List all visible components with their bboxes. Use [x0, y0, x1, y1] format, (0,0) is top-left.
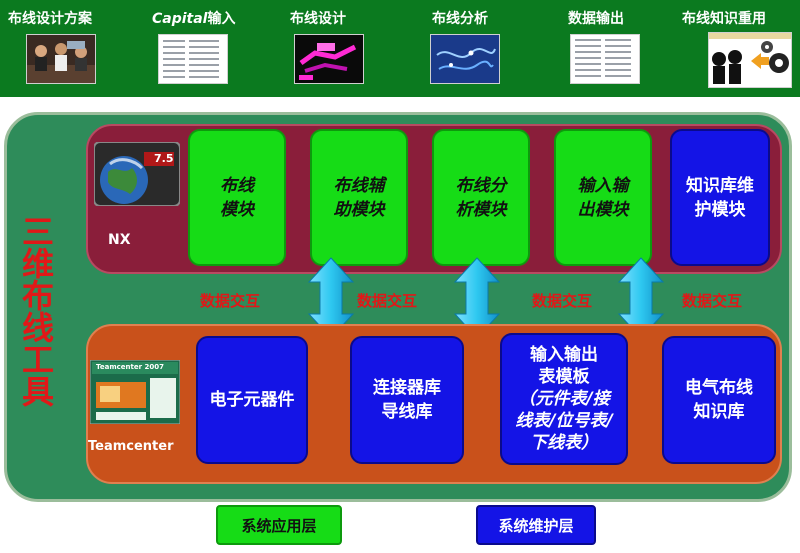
io-template-line2: 表模板 — [538, 367, 590, 387]
wiring-analysis-module-label: 布线分 析模块 — [455, 175, 507, 220]
top-label-capital-input: Capital输入 — [152, 8, 235, 28]
io-template-line3: （元件表/接 — [518, 389, 610, 409]
electronic-components-module: 电子元器件 — [196, 336, 308, 464]
harness-analysis-icon — [430, 34, 500, 84]
cad-harness-icon — [294, 34, 364, 84]
io-template-line4: 线表/位号表/ — [515, 411, 613, 431]
people-photo-icon — [26, 34, 96, 84]
io-template-module: 输入输出 表模板 （元件表/接 线表/位号表/ 下线表） — [500, 333, 628, 465]
gears-people-icon — [708, 32, 792, 88]
data-interaction-label-4: 数据交互 — [682, 292, 743, 310]
top-label-knowledge-reuse: 布线知识重用 — [682, 11, 766, 27]
wiring-assist-module: 布线辅 助模块 — [310, 129, 408, 266]
wiring-assist-module-label: 布线辅 助模块 — [333, 175, 385, 220]
double-arrow-icon — [307, 257, 665, 339]
data-interaction-label-1: 数据交互 — [200, 292, 261, 310]
wiring-module-label: 布线 模块 — [220, 175, 254, 220]
kb-maintenance-module: 知识库维 护模块 — [670, 129, 770, 266]
io-template-line1: 输入输出 — [530, 345, 598, 365]
top-label-wiring-analysis: 布线分析 — [432, 11, 488, 27]
kb-maintenance-module-label: 知识库维 护模块 — [686, 175, 754, 220]
data-interaction-label-3: 数据交互 — [532, 292, 593, 310]
nx-label: NX — [108, 232, 131, 248]
legend-app-layer-label: 系统应用层 — [241, 516, 317, 535]
io-template-line5: 下线表） — [530, 433, 598, 453]
top-label-wiring-plan: 布线设计方案 — [8, 11, 92, 27]
teamcenter-version-badge: Teamcenter 2007 — [96, 363, 164, 371]
legend-maint-layer: 系统维护层 — [476, 505, 596, 545]
electrical-wiring-kb-module: 电气布线 知识库 — [662, 336, 776, 464]
io-module: 输入输 出模块 — [554, 129, 652, 266]
document-list-icon — [158, 34, 228, 84]
input-text: 输入 — [207, 11, 236, 27]
connector-wire-library-module: 连接器库 导线库 — [350, 336, 464, 464]
legend-maint-layer-label: 系统维护层 — [498, 516, 574, 535]
connector-wire-library-label: 连接器库 导线库 — [373, 378, 441, 422]
capital-text: Capital — [152, 11, 208, 27]
vertical-title: 三维布线工具 — [17, 215, 55, 407]
top-process-bar: 布线设计方案 Capital输入 — [0, 0, 800, 97]
top-label-data-output: 数据输出 — [568, 11, 624, 27]
data-interaction-label-2: 数据交互 — [357, 292, 418, 310]
electrical-wiring-kb-label: 电气布线 知识库 — [685, 378, 753, 422]
wiring-module: 布线 模块 — [188, 129, 286, 266]
teamcenter-label: Teamcenter — [88, 439, 174, 454]
top-label-wiring-design: 布线设计 — [290, 11, 346, 27]
nx-logo: 7.5 — [93, 141, 181, 207]
teamcenter-logo: Teamcenter 2007 — [89, 359, 181, 425]
document-list-icon — [570, 34, 640, 84]
nx-version-badge: 7.5 — [154, 152, 174, 165]
io-module-label: 输入输 出模块 — [577, 175, 629, 220]
electronic-components-label: 电子元器件 — [209, 390, 295, 410]
legend-app-layer: 系统应用层 — [216, 505, 342, 545]
